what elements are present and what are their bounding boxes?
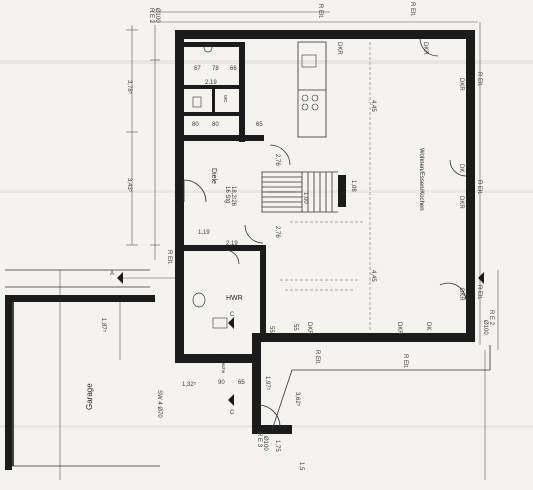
window-label: DK	[425, 322, 431, 330]
dimension-text: 80	[192, 122, 199, 128]
dimension-text: 2,76	[274, 226, 280, 238]
label-r-elt: R Elt.	[317, 4, 323, 19]
dimension-text: 67	[194, 66, 201, 72]
bath-fixtures	[192, 43, 228, 329]
window-label: DKR	[396, 322, 402, 335]
scan-band	[0, 60, 533, 64]
label-re3-size: Ø100	[262, 436, 268, 451]
dimension-text: 80	[212, 122, 219, 128]
dimension-text: 3,78⁵	[126, 80, 133, 95]
inner-walls	[184, 41, 346, 340]
dimension-text: 65	[238, 380, 245, 386]
dimension-text: 1,5	[298, 462, 304, 471]
dimension-text: 55	[268, 326, 274, 333]
dimension-text: 1,87⁵	[100, 318, 107, 333]
window-label: DKR	[336, 42, 342, 55]
label-re3: R E 3	[256, 432, 262, 448]
staircase	[261, 171, 338, 213]
room-label-hwr: HWR	[226, 295, 243, 302]
axis-label-a: A	[110, 271, 114, 277]
dimension-text: 4,45	[370, 100, 376, 112]
dimension-text: 3,43⁵	[126, 178, 133, 193]
room-label-wc: WC	[223, 95, 228, 103]
dimension-text: 3,62⁵	[294, 392, 301, 407]
dimension-text: 1,00	[302, 192, 308, 204]
dimension-text: 2,76	[274, 154, 280, 166]
axis-label-c: C	[230, 312, 235, 318]
guide-lines	[280, 42, 371, 330]
garage	[5, 269, 160, 470]
label-r-elt: R Elt.	[476, 72, 482, 87]
label-r-elt: R Elt.	[166, 250, 172, 265]
doors	[183, 37, 467, 428]
dimension-text: 90	[218, 380, 225, 386]
label-re2-size: Ø100	[154, 8, 160, 23]
dimension-text: 2,19	[205, 80, 217, 86]
label-sw4: SW 4 Ø70	[156, 390, 162, 418]
label-r-elt: R Elt.	[314, 350, 320, 365]
window-label: DKR	[458, 78, 464, 91]
terrace-outline	[271, 345, 491, 431]
room-label-dusche: Dusche	[221, 358, 226, 374]
dimension-lines-top	[150, 11, 499, 480]
dimension-text: 1,19	[198, 230, 210, 236]
dimension-text: 1,75	[274, 440, 280, 452]
dimension-text: 65	[256, 122, 263, 128]
axis-markers	[117, 272, 484, 406]
dimension-text: 1,97⁵	[264, 376, 271, 391]
axis-label-c: C	[230, 410, 235, 416]
stair-label: 16 Stg	[224, 186, 230, 203]
window-label: DKR	[422, 42, 428, 55]
label-r-elt: R Elt.	[476, 180, 482, 195]
dimension-text: 66	[230, 66, 237, 72]
stair-size: 18,2/26	[230, 186, 236, 207]
window-label: DKR	[458, 196, 464, 209]
label-r-elt: R Elt.	[476, 285, 482, 300]
label-re2-size: Ø100	[482, 320, 488, 335]
window-label: DKR	[306, 322, 312, 335]
dimension-lines-left	[59, 25, 178, 480]
dimension-text: 4,45	[370, 270, 376, 282]
dimension-text: 1,32⁵	[182, 381, 197, 388]
room-label-garage: Garage	[85, 383, 94, 410]
room-label-wohnen: Wohnen/Essen/Kochen	[418, 148, 424, 211]
dimension-text: 55	[292, 324, 298, 331]
label-r-elt: R Elt.	[409, 2, 415, 17]
dimension-text: 1,08	[350, 180, 356, 192]
dimension-text: 78	[212, 66, 219, 72]
label-r-elt: R Elt.	[402, 354, 408, 369]
dimension-text: 2,19	[226, 241, 238, 247]
label-re2: R E 2	[148, 8, 154, 24]
label-re2: R E 2	[488, 310, 494, 326]
room-label-diele: Diele	[210, 168, 217, 184]
scan-band	[0, 190, 533, 193]
window-label: DK	[458, 164, 464, 172]
window-label: DKR	[458, 288, 464, 301]
